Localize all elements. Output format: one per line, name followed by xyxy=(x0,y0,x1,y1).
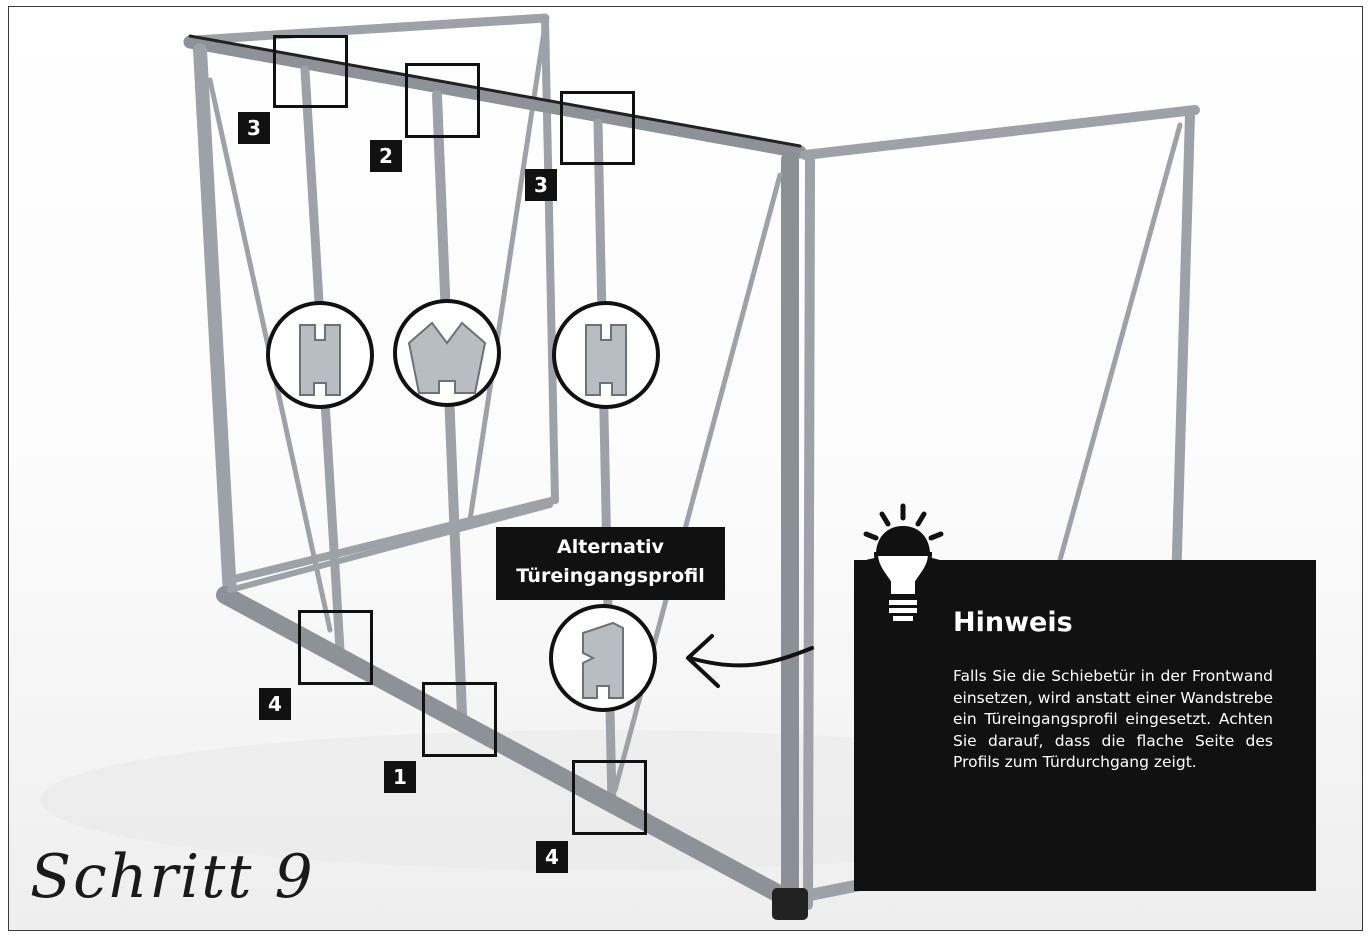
lightbulb-icon xyxy=(863,503,944,621)
label-number: 3 xyxy=(525,169,557,201)
alternative-label-line1: Alternativ xyxy=(557,536,664,558)
highlight-box-bottom-right xyxy=(572,760,647,835)
highlight-box-top-mid xyxy=(405,63,480,138)
highlight-box-top-left xyxy=(273,35,348,108)
label-number: 1 xyxy=(384,761,416,793)
label-number: 4 xyxy=(536,841,568,873)
step-title: Schritt 9 xyxy=(30,842,315,912)
label-number: 4 xyxy=(259,688,291,720)
alternative-label-line2: Türeingangsprofil xyxy=(516,565,705,587)
label-number: 3 xyxy=(238,112,270,144)
highlight-box-top-right xyxy=(560,91,635,165)
door-entrance-profile-icon xyxy=(549,604,657,712)
highlight-box-bottom-left xyxy=(298,610,373,685)
alternative-profile-label: Alternativ Türeingangsprofil xyxy=(496,527,725,600)
wall-strut-profile-icon xyxy=(266,301,374,409)
arrow-icon xyxy=(688,646,814,668)
hint-text: Falls Sie die Schiebetür in der Frontwan… xyxy=(953,667,1273,771)
hint-box: Hinweis Falls Sie die Schiebetür in der … xyxy=(854,560,1316,891)
wall-strut-profile-icon xyxy=(393,299,501,407)
wall-strut-profile-icon xyxy=(552,301,660,409)
label-number: 2 xyxy=(370,140,402,172)
hint-title: Hinweis xyxy=(953,607,1073,638)
highlight-box-bottom-mid xyxy=(422,682,497,757)
